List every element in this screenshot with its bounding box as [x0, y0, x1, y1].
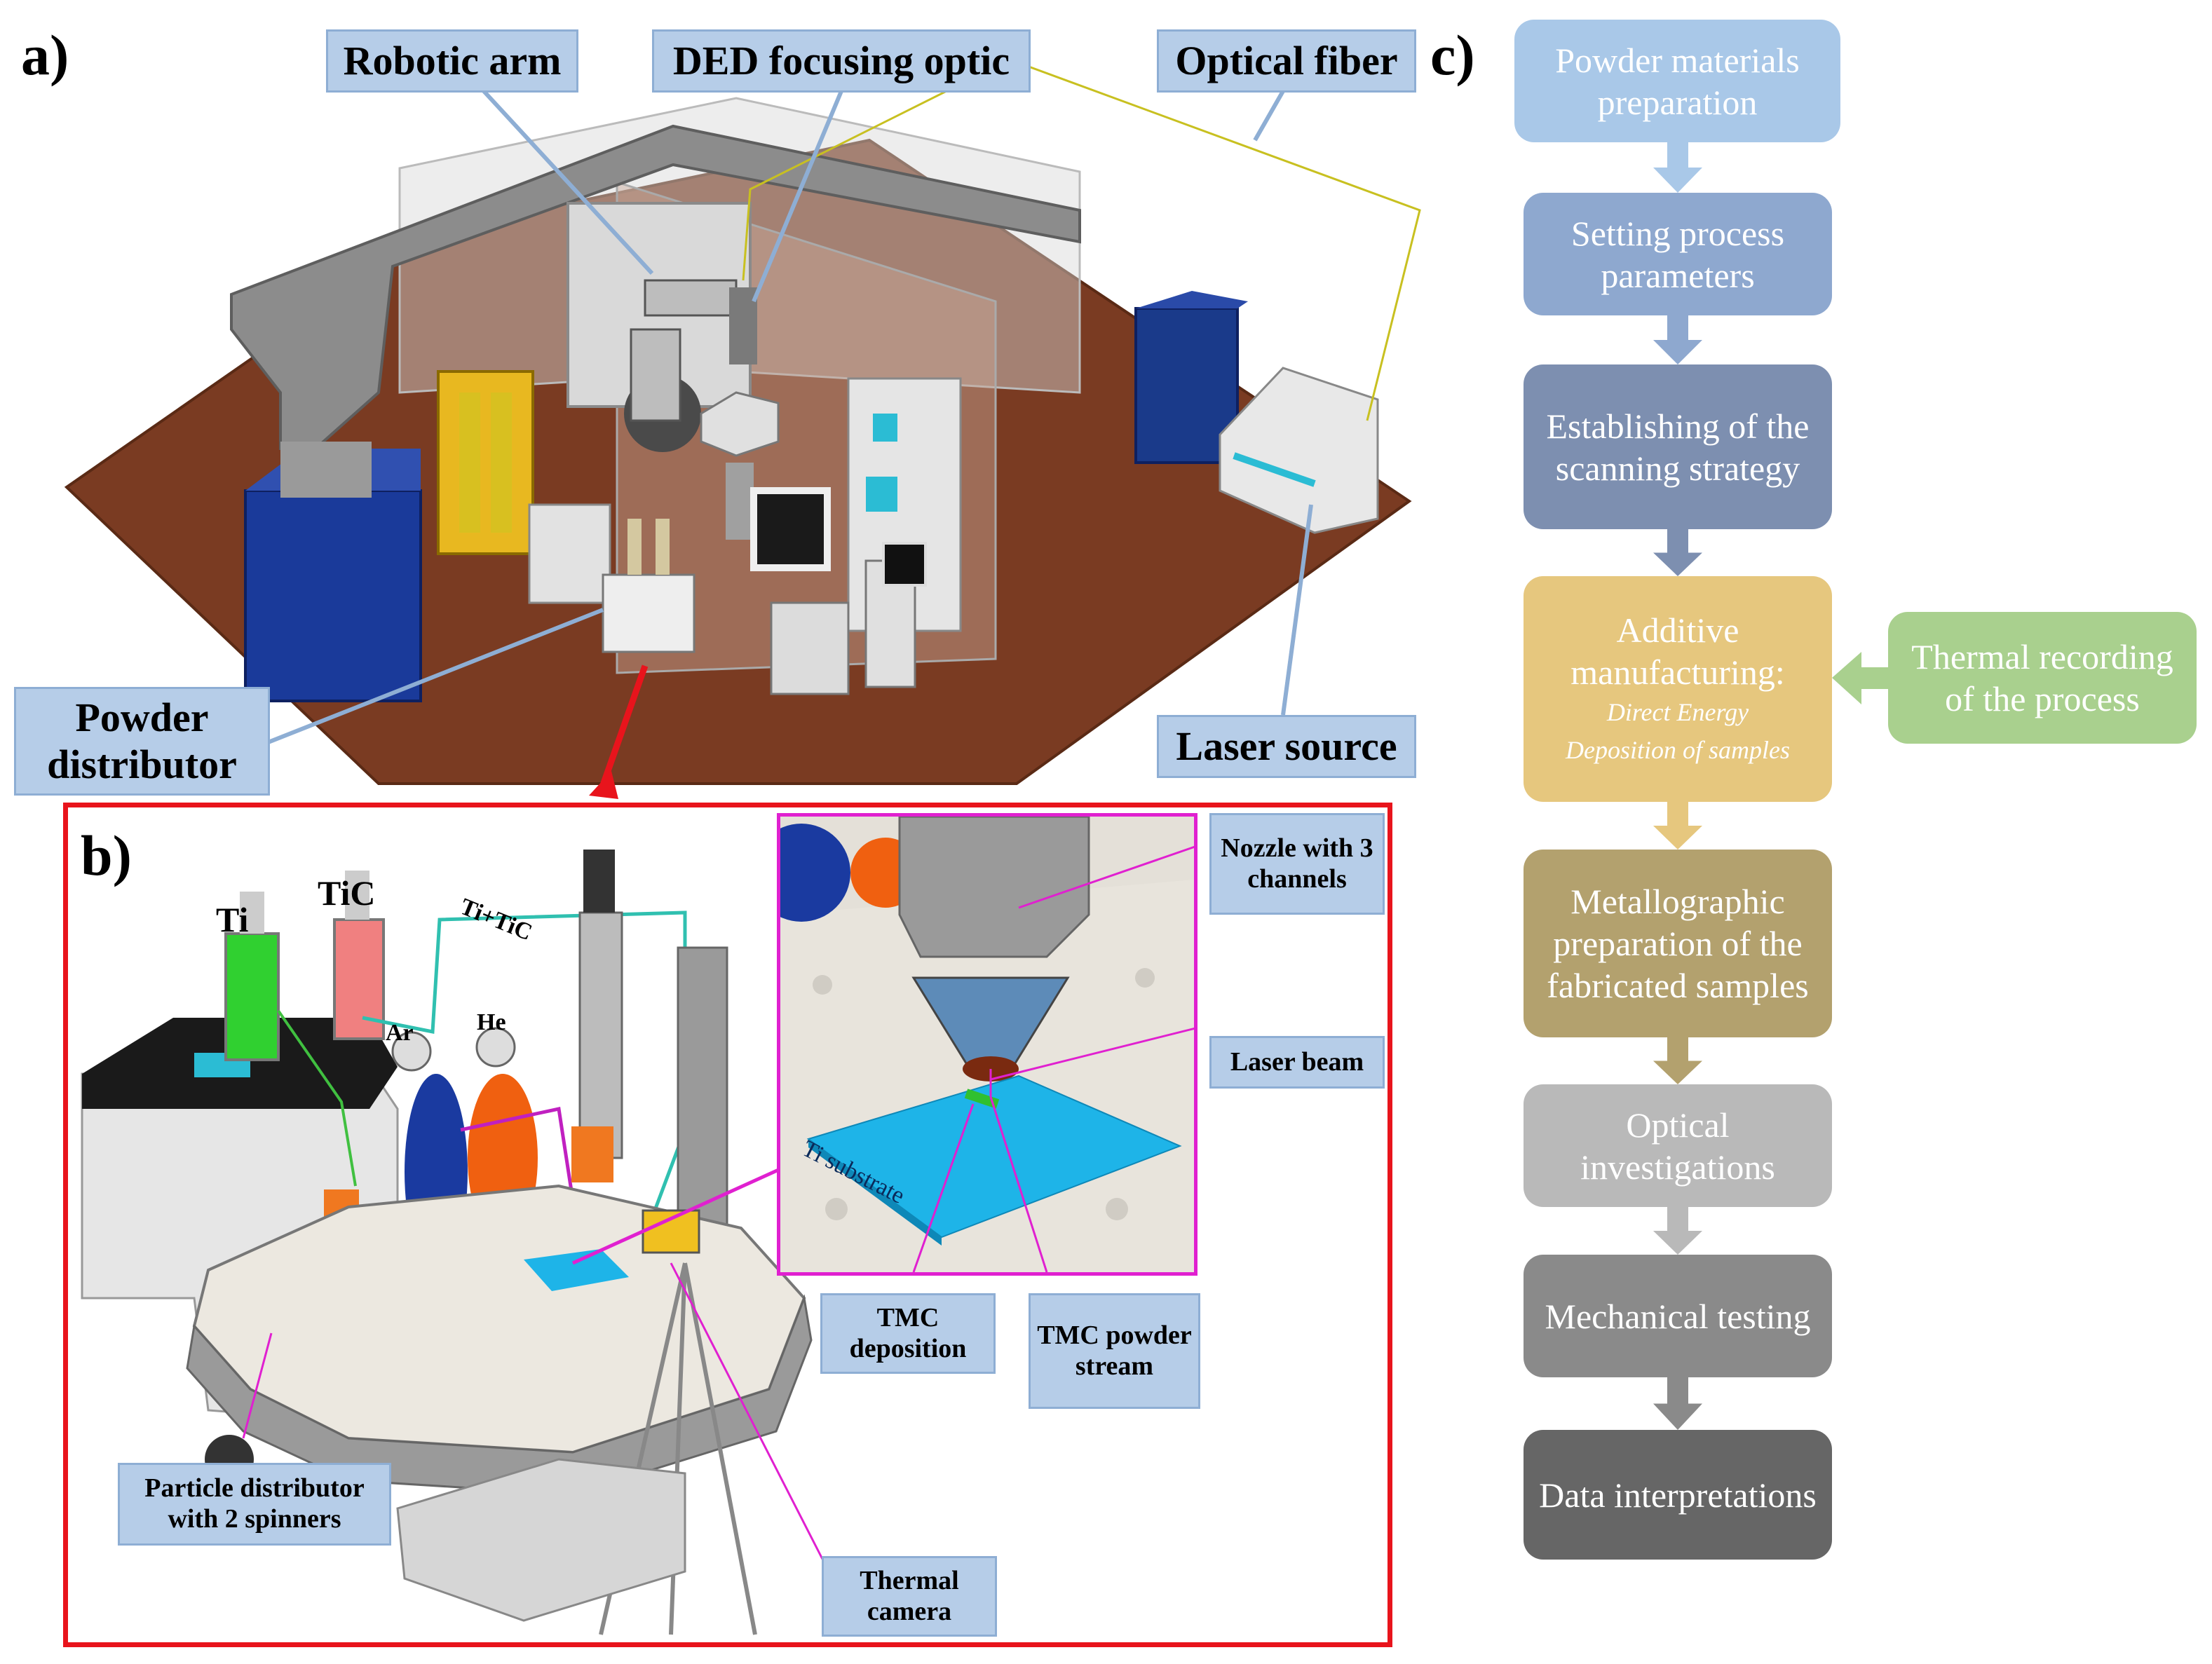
flow-step-label: Metallographic preparation of the fabric…: [1547, 882, 1809, 1005]
flow-arrow-down: [1653, 1037, 1702, 1084]
flow-side-box-thermal: Thermal recording of the process: [1888, 612, 2197, 744]
build-table: [700, 391, 780, 457]
he-label: He: [477, 1009, 506, 1035]
nozzle-body: [898, 817, 1090, 958]
flow-side-box-label: Thermal recording of the process: [1911, 637, 2173, 718]
laptop-stand: [770, 601, 850, 695]
flow-step-label: Data interpretations: [1539, 1475, 1817, 1515]
callout-robotic-arm: Robotic arm: [326, 29, 578, 93]
blue-cabinet-left: [244, 489, 422, 702]
flow-step-label: Optical investigations: [1580, 1105, 1775, 1187]
flow-step-sublabel: Deposition of samples: [1566, 736, 1790, 764]
gas-bottle-rack: [437, 370, 534, 555]
callout-optical-fiber: Optical fiber: [1157, 29, 1416, 93]
robot-arm-shape: [624, 279, 757, 452]
flow-step-label: Additive manufacturing:: [1570, 611, 1785, 692]
flow-step-7: Mechanical testing: [1524, 1255, 1832, 1377]
panel-b-illustration: [81, 850, 839, 1635]
red-arrow-head: [589, 771, 618, 799]
flow-step-3: Establishing of the scanning strategy: [1524, 364, 1832, 529]
ventilation-duct: [230, 124, 1081, 450]
flow-step-5: Metallographic preparation of the fabric…: [1524, 850, 1832, 1037]
flow-arrow-down: [1653, 142, 1702, 193]
flow-step-2: Setting process parameters: [1524, 193, 1832, 315]
powder-distributor-cart: [602, 573, 696, 653]
flow-step-1: Powder materials preparation: [1514, 20, 1840, 142]
panel-b-frame: [63, 803, 1392, 1647]
callout-ded-focusing-optic: DED focusing optic: [652, 29, 1031, 93]
ar-label: Ar: [386, 1020, 414, 1046]
substrate-plate: [524, 1249, 629, 1291]
ti-substrate: [806, 1075, 1182, 1239]
callout-particle-distributor: Particle distributor with 2 spinners: [118, 1463, 391, 1546]
flow-arrow-left: [1832, 652, 1888, 704]
flow-arrow-down: [1653, 315, 1702, 364]
ti-spinner: [224, 932, 280, 1061]
callout-tmc-deposition: TMC deposition: [820, 1293, 996, 1374]
nozzle-inset-frame: [777, 813, 1197, 1276]
nozzle-inset-illustration: [780, 817, 1194, 1272]
panel-c-letter: c): [1430, 23, 1475, 87]
flow-step-label: Establishing of the scanning strategy: [1546, 406, 1810, 488]
callout-thermal-camera: Thermal camera: [822, 1556, 997, 1637]
flow-step-label: Powder materials preparation: [1555, 40, 1800, 122]
flow-arrow-down: [1653, 1207, 1702, 1255]
callout-powder-distributor: Powder distributor: [14, 687, 270, 796]
flow-step-label: Setting process parameters: [1570, 213, 1785, 295]
callout-tmc-powder-stream: TMC powder stream: [1029, 1293, 1200, 1409]
flow-step-6: Optical investigations: [1524, 1084, 1832, 1207]
panel-a-illustration: [64, 58, 1421, 799]
flow-step-sublabel: Direct Energy: [1606, 698, 1749, 726]
black-monitor: [750, 487, 831, 571]
flow-step-8: Data interpretations: [1524, 1430, 1832, 1560]
callout-laser-source: Laser source: [1157, 715, 1416, 778]
tic-label: TiC: [318, 873, 376, 913]
flow-arrow-down: [1653, 802, 1702, 850]
flow-step-label: Mechanical testing: [1545, 1296, 1811, 1336]
callout-nozzle: Nozzle with 3 channels: [1209, 813, 1385, 915]
flow-arrow-down: [1653, 529, 1702, 576]
callout-laser-beam: Laser beam: [1209, 1036, 1385, 1089]
chiller-unit: [528, 503, 611, 604]
ti-label: Ti: [216, 900, 249, 939]
panel-a-letter: a): [21, 23, 69, 87]
panel-b-letter: b): [81, 824, 132, 887]
laser-source-unit: [1219, 367, 1379, 534]
flow-arrow-down: [1653, 1377, 1702, 1430]
